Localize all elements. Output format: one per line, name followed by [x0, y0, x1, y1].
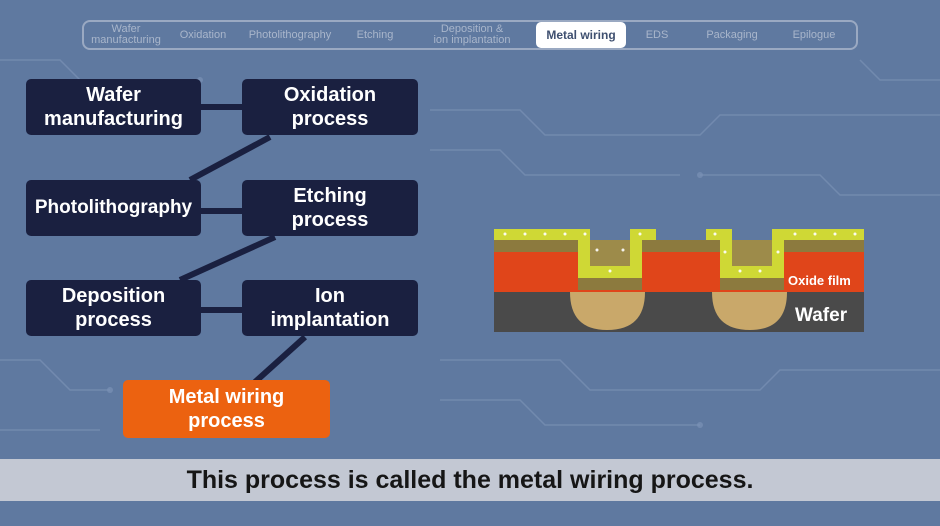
nav-item-epilogue[interactable]: Epilogue [792, 28, 836, 41]
connector-ion-metal [252, 334, 308, 385]
nav-item-eds[interactable]: EDS [645, 28, 669, 41]
nav-item-photolithography[interactable]: Photolithography [248, 28, 332, 41]
flow-box-wafer-manufacturing: Wafer manufacturing [26, 79, 201, 135]
nav-item-deposition-ion-implantation[interactable]: Deposition & ion implantation [433, 23, 511, 46]
nav-item-oxidation[interactable]: Oxidation [179, 28, 227, 41]
implant-region-right [712, 292, 787, 330]
connector-oxidation-photolithography [188, 134, 272, 183]
process-nav-bar: Wafer manufacturing Oxidation Photolitho… [82, 20, 858, 50]
nav-item-etching[interactable]: Etching [356, 28, 394, 41]
nav-item-metal-wiring[interactable]: Metal wiring [536, 22, 626, 48]
flow-box-metal-wiring: Metal wiring process [123, 380, 330, 438]
oxide-film-label: Oxide film [788, 273, 851, 288]
connector-etching-deposition [178, 234, 277, 283]
subtitle-text: This process is called the metal wiring … [186, 465, 754, 494]
wafer-label: Wafer [795, 305, 848, 326]
flow-box-etching: Etching process [242, 180, 418, 236]
wafer-layer [494, 290, 864, 332]
subtitle-bar: This process is called the metal wiring … [0, 459, 940, 501]
implant-region-left [570, 292, 645, 330]
oxide-film-layer [494, 250, 864, 292]
flow-box-photolithography: Photolithography [26, 180, 201, 236]
flow-box-oxidation: Oxidation process [242, 79, 418, 135]
nav-item-packaging[interactable]: Packaging [706, 28, 758, 41]
flow-box-ion-implantation: Ion implantation [242, 280, 418, 336]
nav-item-wafer-manufacturing[interactable]: Wafer manufacturing [91, 23, 161, 46]
flow-box-deposition: Deposition process [26, 280, 201, 336]
